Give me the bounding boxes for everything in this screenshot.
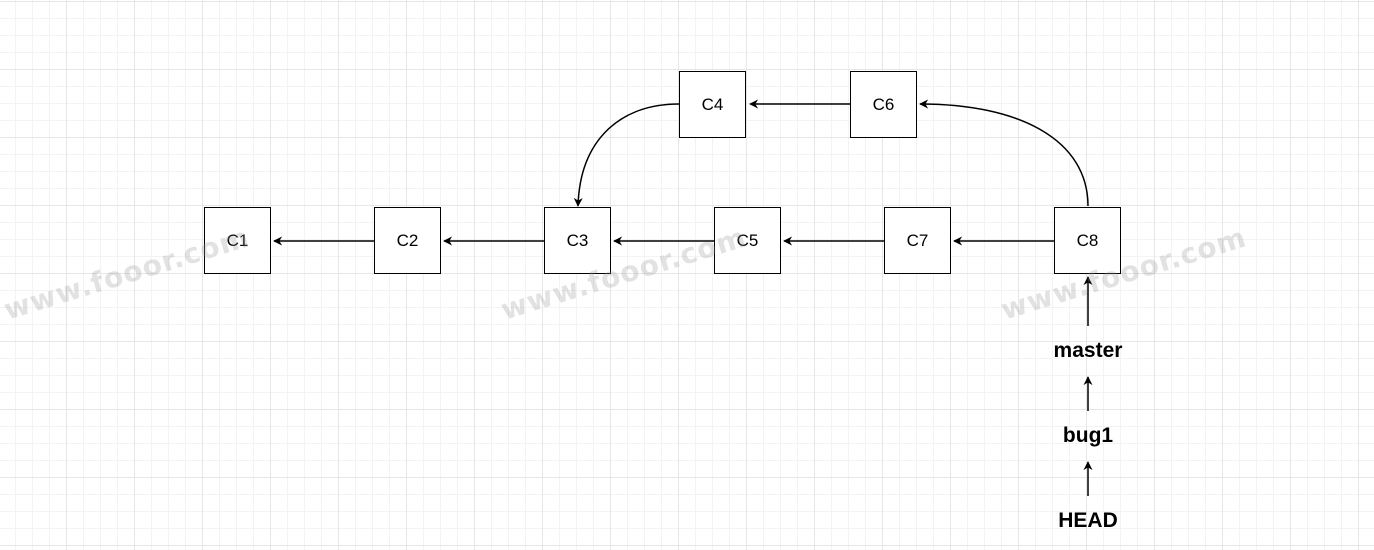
ref-head: HEAD xyxy=(1058,509,1118,532)
commit-c8: C8 xyxy=(1054,207,1121,274)
commit-label: C4 xyxy=(701,94,724,114)
commit-c2: C2 xyxy=(374,207,441,274)
commit-c5: C5 xyxy=(714,207,781,274)
commit-c7: C7 xyxy=(884,207,951,274)
edge-c8-c6 xyxy=(919,99,1089,207)
ref-master: master xyxy=(1053,339,1123,362)
commit-c3: C3 xyxy=(544,207,611,274)
commit-label: C6 xyxy=(872,94,895,114)
commit-label: C7 xyxy=(906,230,929,250)
commit-label: C5 xyxy=(736,230,759,250)
ref-bug1: bug1 xyxy=(1062,424,1114,447)
commit-label: C2 xyxy=(396,230,419,250)
edge-c4-c3 xyxy=(573,103,680,207)
commit-c4: C4 xyxy=(679,71,746,138)
commit-label: C8 xyxy=(1076,230,1099,250)
commit-c6: C6 xyxy=(850,71,917,138)
commit-label: C1 xyxy=(226,230,249,250)
commit-label: C3 xyxy=(566,230,589,250)
commit-c1: C1 xyxy=(204,207,271,274)
